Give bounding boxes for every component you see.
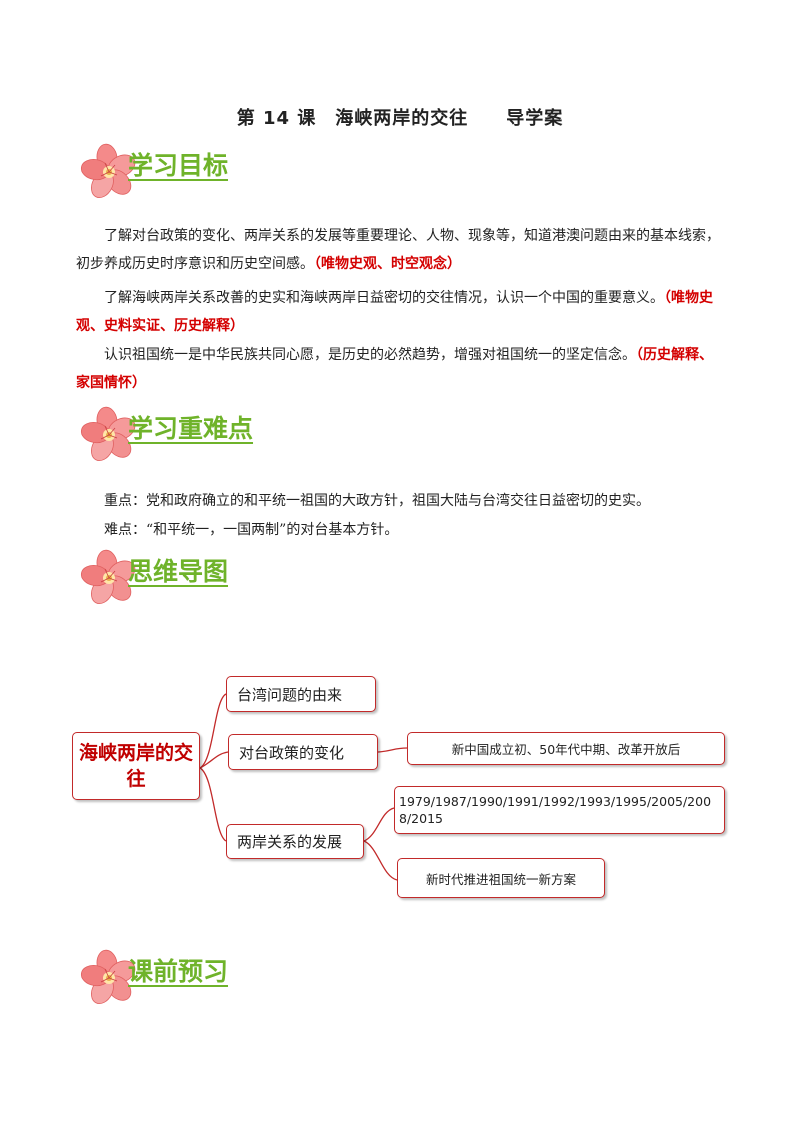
section-title: 思维导图	[128, 557, 229, 586]
connector-root-development	[199, 767, 227, 842]
mindmap-branch-policy: 对台政策的变化	[228, 734, 378, 770]
connector-development-new-era	[363, 840, 398, 881]
connector-root-policy	[199, 751, 229, 769]
document-title: 第 14 课 海峡两岸的交往 导学案	[236, 108, 564, 129]
mindmap-root: 海峡两岸的交往	[72, 732, 200, 800]
goal-paragraph-1: 了解对台政策的变化、两岸关系的发展等重要理论、人物、现象等，知道港澳问题由来的基…	[76, 222, 724, 278]
goal-tag: （历史解释、家国情怀）	[76, 347, 713, 391]
goal-paragraph-3: 认识祖国统一是中华民族共同心愿，是历史的必然趋势，增强对祖国统一的坚定信念。（历…	[76, 341, 724, 397]
connector-root-origin	[199, 693, 227, 769]
section-heading-key-points: 学习重难点	[78, 405, 338, 465]
mindmap-branch-origin: 台湾问题的由来	[226, 676, 376, 712]
section-heading-goals: 学习目标	[78, 142, 338, 202]
section-title: 课前预习	[128, 957, 229, 986]
goal-text: 了解海峡两岸关系改善的史实和海峡两岸日益密切的交往情况，认识一个中国的重要意义。	[104, 290, 664, 306]
goal-tag: （唯物史观、时空观念）	[314, 256, 461, 272]
section-heading-mindmap: 思维导图	[78, 548, 338, 608]
goal-paragraph-2: 了解海峡两岸关系改善的史实和海峡两岸日益密切的交往情况，认识一个中国的重要意义。…	[76, 284, 724, 340]
goal-text: 了解对台政策的变化、两岸关系的发展等重要理论、人物、现象等，知道港澳问题由来的基…	[76, 228, 720, 272]
key-point-difficult: 难点：“和平统一，一国两制”的对台基本方针。	[104, 522, 399, 538]
goal-text: 认识祖国统一是中华民族共同心愿，是历史的必然趋势，增强对祖国统一的坚定信念。	[104, 347, 636, 363]
mindmap-years-detail: 1979/1987/1990/1991/1992/1993/1995/2005/…	[394, 786, 725, 834]
connector-policy-detail	[377, 747, 408, 753]
section-heading-preview: 课前预习	[78, 948, 338, 1008]
mindmap-branch-development: 两岸关系的发展	[226, 824, 364, 859]
goal-tag: （唯物史观、史料实证、历史解释）	[76, 290, 713, 334]
mindmap-new-era: 新时代推进祖国统一新方案	[397, 858, 605, 898]
connector-development-years	[363, 807, 395, 842]
section-title: 学习重难点	[128, 414, 254, 443]
mindmap-policy-detail: 新中国成立初、50年代中期、改革开放后	[407, 732, 725, 765]
key-point-important: 重点：党和政府确立的和平统一祖国的大政方针，祖国大陆与台湾交往日益密切的史实。	[104, 493, 650, 509]
section-title: 学习目标	[128, 151, 229, 180]
